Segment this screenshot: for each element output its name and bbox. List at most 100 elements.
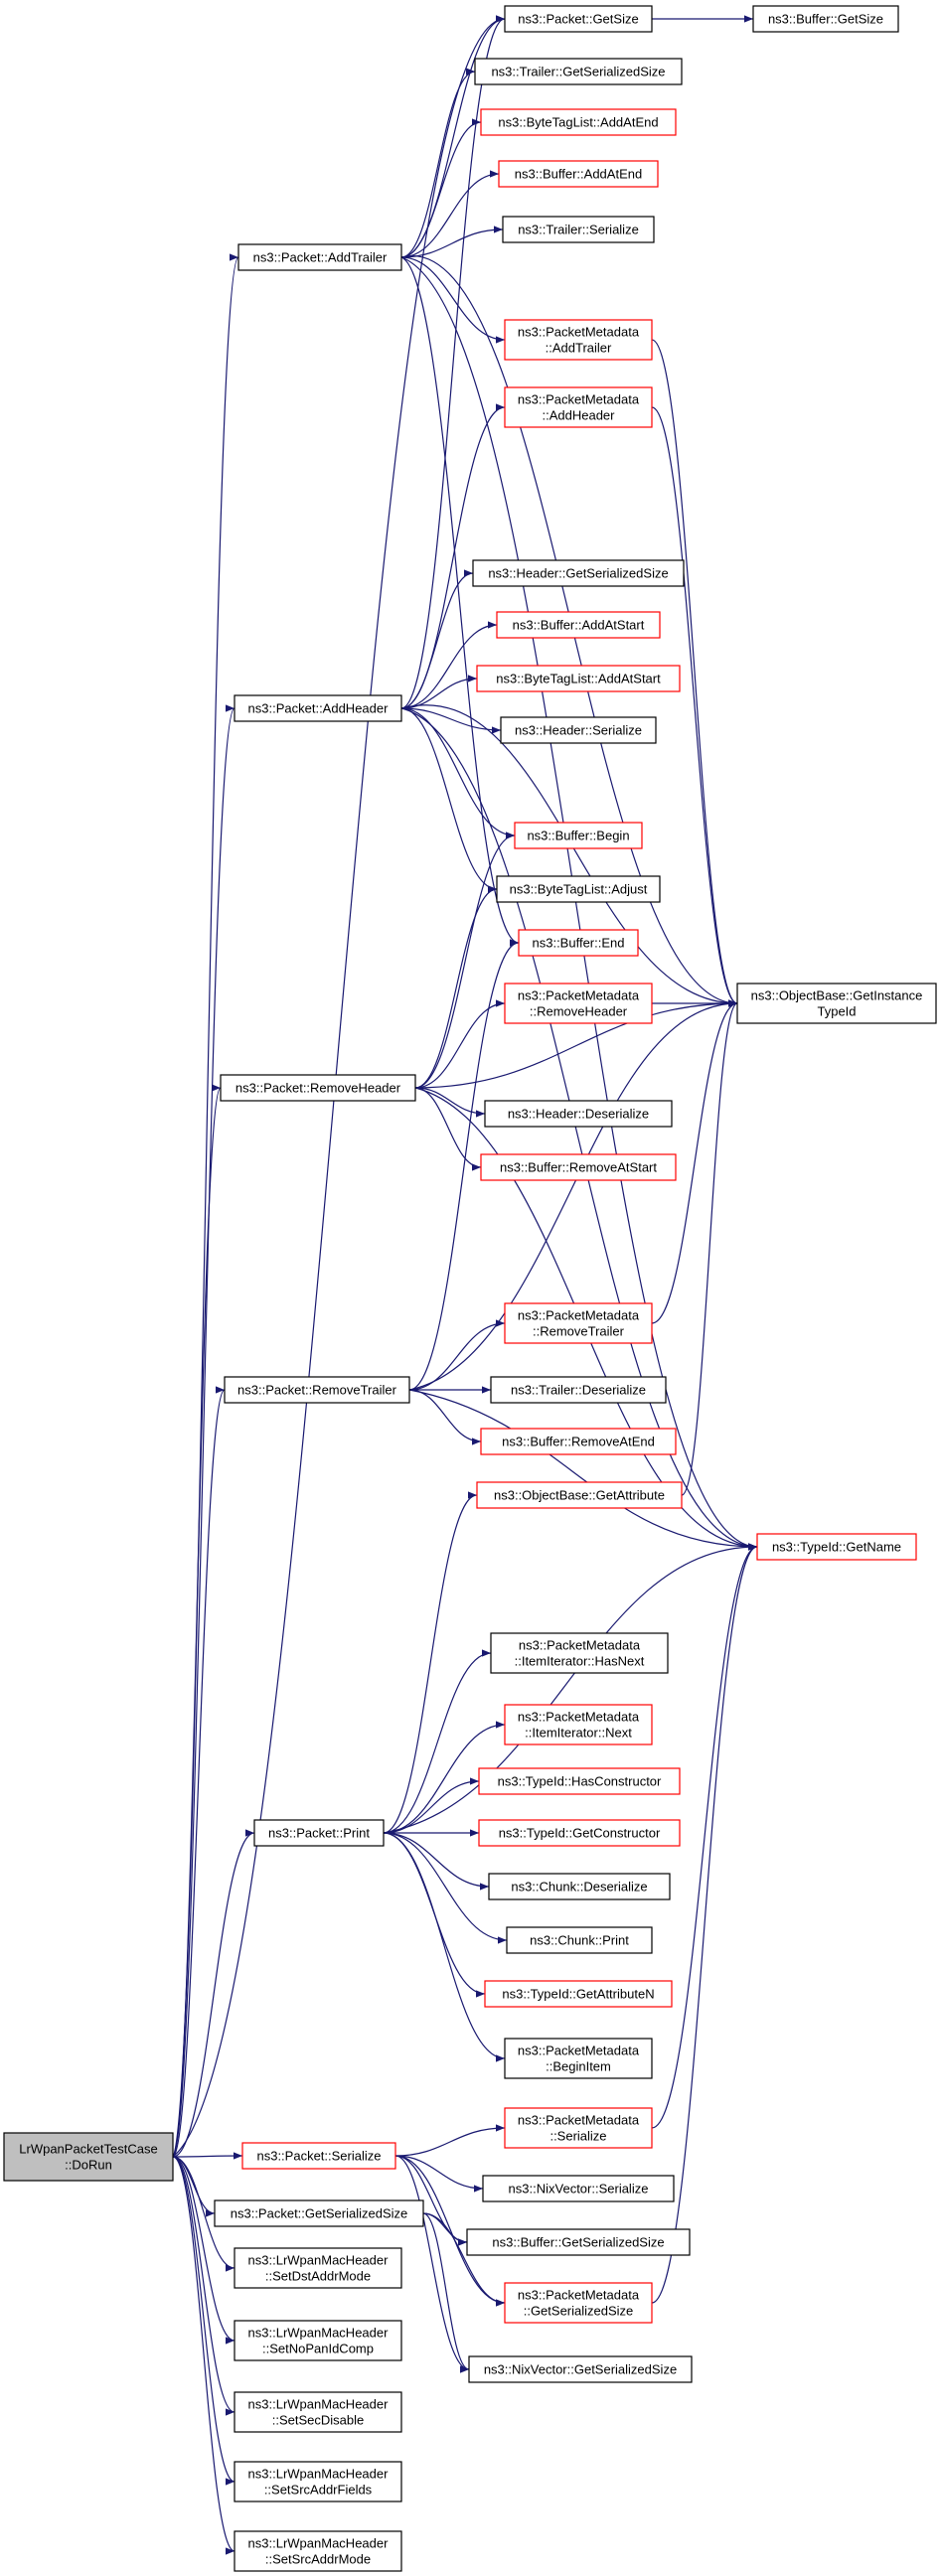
node-label: ns3::NixVector::Serialize xyxy=(509,2182,649,2197)
node-box xyxy=(234,2320,402,2361)
node-pm_itemiterator_hasnext[interactable]: ns3::PacketMetadata::ItemIterator::HasNe… xyxy=(490,1632,669,1674)
node-label: ::ItemIterator::Next xyxy=(525,1726,632,1741)
node-box xyxy=(224,1376,410,1404)
node-packet_addheader[interactable]: ns3::Packet::AddHeader xyxy=(234,694,402,722)
edge-packet_serialize-to-pm_getserializedsize xyxy=(394,2155,506,2307)
edge-line xyxy=(394,2155,468,2246)
node-pm_getserializedsize[interactable]: ns3::PacketMetadata::GetSerializedSize xyxy=(504,2282,653,2324)
node-chunk_print[interactable]: ns3::Chunk::Print xyxy=(506,1926,653,1954)
node-root[interactable]: LrWpanPacketTestCase::DoRun xyxy=(3,2132,174,2182)
node-objectbase_getattribute[interactable]: ns3::ObjectBase::GetAttribute xyxy=(476,1481,683,1509)
node-buffer_begin[interactable]: ns3::Buffer::Begin xyxy=(514,822,643,849)
node-box xyxy=(484,1100,673,1128)
node-box xyxy=(482,2175,675,2202)
node-bytetaglist_adjust[interactable]: ns3::ByteTagList::Adjust xyxy=(496,875,661,903)
node-typeid_getconstructor[interactable]: ns3::TypeId::GetConstructor xyxy=(478,1819,681,1847)
edge-packet_addheader-to-bytetaglist_addatstart xyxy=(400,675,478,709)
node-pm_beginitem[interactable]: ns3::PacketMetadata::BeginItem xyxy=(504,2038,653,2079)
node-packet_removetrailer[interactable]: ns3::Packet::RemoveTrailer xyxy=(224,1376,410,1404)
node-label: ns3::Packet::RemoveTrailer xyxy=(237,1383,397,1398)
node-header_getserializedsize[interactable]: ns3::Header::GetSerializedSize xyxy=(472,559,685,587)
node-packet_addtrailer[interactable]: ns3::Packet::AddTrailer xyxy=(237,243,402,271)
edge-pm_addheader-to-objectbase_getinstancetypeid xyxy=(651,406,738,1007)
edge-line xyxy=(400,569,474,709)
node-label: ns3::Packet::RemoveHeader xyxy=(235,1081,401,1096)
node-buffer_getserializedsize[interactable]: ns3::Buffer::GetSerializedSize xyxy=(466,2228,691,2256)
node-pm_itemiterator_next[interactable]: ns3::PacketMetadata::ItemIterator::Next xyxy=(504,1704,653,1745)
node-pm_serialize[interactable]: ns3::PacketMetadata::Serialize xyxy=(504,2107,653,2149)
node-mac_setsrcaddrmode[interactable]: ns3::LrWpanMacHeader::SetSrcAddrMode xyxy=(234,2530,402,2572)
call-nodes: LrWpanPacketTestCase::DoRunns3::Packet::… xyxy=(3,5,937,2572)
edge-packet_removetrailer-to-pm_removetrailer xyxy=(408,1319,506,1391)
node-pm_removeheader[interactable]: ns3::PacketMetadata::RemoveHeader xyxy=(504,983,653,1024)
node-box xyxy=(514,822,643,849)
node-label: ns3::Trailer::GetSerializedSize xyxy=(491,65,665,79)
node-pm_removetrailer[interactable]: ns3::PacketMetadata::RemoveTrailer xyxy=(504,1302,653,1344)
node-packet_getserializedsize[interactable]: ns3::Packet::GetSerializedSize xyxy=(214,2199,424,2227)
node-label: ns3::PacketMetadata xyxy=(518,325,640,340)
edge-line xyxy=(383,1832,506,2062)
edge-packet_removeheader-to-header_deserialize xyxy=(414,1087,486,1118)
node-bytetaglist_addatstart[interactable]: ns3::ByteTagList::AddAtStart xyxy=(476,665,681,692)
node-box xyxy=(506,1926,653,1954)
edge-line xyxy=(651,406,738,1007)
node-pm_addtrailer[interactable]: ns3::PacketMetadata::AddTrailer xyxy=(504,319,653,361)
node-packet_print[interactable]: ns3::Packet::Print xyxy=(253,1819,385,1847)
edge-line xyxy=(651,1543,758,2304)
edge-line xyxy=(172,2156,235,2272)
node-buffer_addatstart[interactable]: ns3::Buffer::AddAtStart xyxy=(496,611,661,639)
node-trailer_deserialize[interactable]: ns3::Trailer::Deserialize xyxy=(490,1376,667,1404)
edge-packet_getserializedsize-to-pm_getserializedsize xyxy=(422,2212,506,2307)
edge-root-to-packet_removetrailer xyxy=(172,1386,226,2158)
node-packet_serialize[interactable]: ns3::Packet::Serialize xyxy=(241,2142,396,2170)
edge-packet_addheader-to-pm_addheader xyxy=(400,403,506,709)
node-header_serialize[interactable]: ns3::Header::Serialize xyxy=(500,716,657,744)
node-trailer_serialize[interactable]: ns3::Trailer::Serialize xyxy=(502,216,655,243)
node-mac_setsrcaddrfields[interactable]: ns3::LrWpanMacHeader::SetSrcAddrFields xyxy=(234,2461,402,2502)
node-bytetaglist_addatend[interactable]: ns3::ByteTagList::AddAtEnd xyxy=(480,108,677,136)
node-mac_setdstaddrmode[interactable]: ns3::LrWpanMacHeader::SetDstAddrMode xyxy=(234,2247,402,2289)
node-label: ns3::PacketMetadata xyxy=(518,2044,640,2058)
edge-line xyxy=(414,832,516,1089)
node-typeid_hasconstructor[interactable]: ns3::TypeId::HasConstructor xyxy=(478,1767,681,1795)
node-buffer_addatend[interactable]: ns3::Buffer::AddAtEnd xyxy=(498,160,659,188)
edge-packet_serialize-to-pm_serialize xyxy=(394,2124,506,2157)
node-typeid_getattributen[interactable]: ns3::TypeId::GetAttributeN xyxy=(484,1980,673,2008)
node-label: ns3::Buffer::RemoveAtStart xyxy=(500,1160,657,1175)
node-mac_setnopanidcomp[interactable]: ns3::LrWpanMacHeader::SetNoPanIdComp xyxy=(234,2320,402,2361)
node-pm_addheader[interactable]: ns3::PacketMetadata::AddHeader xyxy=(504,386,653,428)
node-label: ns3::Buffer::AddAtStart xyxy=(513,618,645,633)
node-label: ns3::Buffer::Begin xyxy=(527,829,629,843)
node-chunk_deserialize[interactable]: ns3::Chunk::Deserialize xyxy=(488,1873,671,1900)
edge-packet_print-to-pm_itemiterator_hasnext xyxy=(383,1649,492,1834)
edge-line xyxy=(172,2156,235,2486)
edge-packet_print-to-typeid_hasconstructor xyxy=(383,1777,480,1834)
edge-line xyxy=(400,707,498,893)
node-buffer_end[interactable]: ns3::Buffer::End xyxy=(518,929,639,957)
node-packet_getsize[interactable]: ns3::Packet::GetSize xyxy=(504,5,653,33)
node-label: ns3::Header::GetSerializedSize xyxy=(488,566,668,581)
node-box xyxy=(220,1074,416,1102)
edge-packet_addtrailer-to-buffer_end xyxy=(400,256,520,947)
node-buffer_removeatend[interactable]: ns3::Buffer::RemoveAtEnd xyxy=(480,1428,677,1455)
node-box xyxy=(504,386,653,428)
node-nixvector_serialize[interactable]: ns3::NixVector::Serialize xyxy=(482,2175,675,2202)
node-typeid_getname[interactable]: ns3::TypeId::GetName xyxy=(756,1533,917,1561)
node-label: ns3::Buffer::AddAtEnd xyxy=(515,167,642,182)
node-buffer_getsize[interactable]: ns3::Buffer::GetSize xyxy=(752,5,899,33)
node-trailer_getserializedsize[interactable]: ns3::Trailer::GetSerializedSize xyxy=(474,58,683,85)
edge-line xyxy=(400,118,482,258)
node-label: ns3::LrWpanMacHeader xyxy=(248,2253,390,2268)
node-header_deserialize[interactable]: ns3::Header::Deserialize xyxy=(484,1100,673,1128)
node-box xyxy=(496,875,661,903)
edge-line xyxy=(394,2155,470,2373)
node-label: ns3::Trailer::Serialize xyxy=(518,223,639,237)
node-nixvector_getserializedsize[interactable]: ns3::NixVector::GetSerializedSize xyxy=(468,2355,693,2383)
node-packet_removeheader[interactable]: ns3::Packet::RemoveHeader xyxy=(220,1074,416,1102)
node-box xyxy=(490,1632,669,1674)
node-box xyxy=(234,2391,402,2433)
node-mac_setsecdisable[interactable]: ns3::LrWpanMacHeader::SetSecDisable xyxy=(234,2391,402,2433)
node-label: ::DoRun xyxy=(65,2158,112,2173)
node-buffer_removeatstart[interactable]: ns3::Buffer::RemoveAtStart xyxy=(480,1153,677,1181)
